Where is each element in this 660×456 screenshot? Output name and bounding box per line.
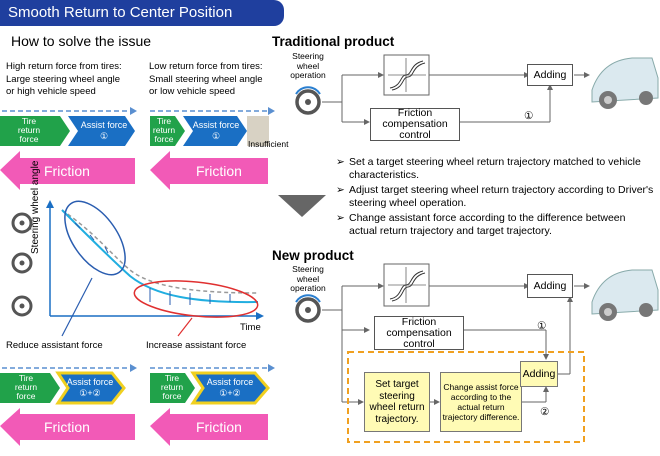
tire-force-arrow-2 bbox=[150, 116, 185, 146]
header-title: Smooth Return to Center Position bbox=[8, 4, 233, 21]
trad-steering-wheel-icon bbox=[295, 86, 321, 115]
assist-force-label-4: Assist force ①+② bbox=[206, 377, 254, 398]
cond-high-line1: High return force from tires: bbox=[6, 61, 122, 72]
graph-ylabel: Steering wheel angle bbox=[30, 160, 41, 254]
new-marker-1: ① bbox=[537, 320, 547, 332]
trad-friction-comp-box: Friction compensation control bbox=[370, 108, 460, 141]
tire-force-label-3: Tire return force bbox=[14, 373, 38, 401]
bullet-item-3: ➢Change assistant force according to the… bbox=[336, 212, 626, 237]
steering-wheel-icon-c bbox=[11, 295, 33, 317]
assist-force-label-2: Assist force ① bbox=[192, 120, 240, 141]
change-assist-box: Change assist force according to the act… bbox=[440, 372, 522, 432]
assist-force-arrow-4 bbox=[190, 371, 270, 405]
tire-force-label-2: Tire return force bbox=[152, 116, 176, 144]
new-marker-2: ② bbox=[540, 406, 550, 418]
reduce-assist-label: Reduce assistant force bbox=[6, 340, 103, 351]
traditional-flow-diagram bbox=[295, 54, 659, 125]
tire-force-label-4: Tire return force bbox=[160, 373, 184, 401]
cond-low-line2: Small steering wheel angle bbox=[149, 74, 263, 85]
tire-force-label-1: Tire return force bbox=[17, 116, 41, 144]
friction-label-2: Friction bbox=[196, 163, 242, 179]
friction-arrow-3 bbox=[0, 408, 135, 446]
cond-low-line3: or low vehicle speed bbox=[149, 86, 236, 97]
bullet-list: ➢Set a target steering wheel return traj… bbox=[336, 156, 656, 238]
increase-ellipse bbox=[133, 280, 259, 318]
friction-arrow-2 bbox=[150, 151, 268, 190]
assist-force-arrow-1 bbox=[68, 116, 135, 146]
tire-force-arrow-4 bbox=[150, 373, 195, 403]
trad-marker-1: ① bbox=[524, 110, 534, 122]
set-target-box: Set target steering wheel return traject… bbox=[364, 372, 430, 432]
steering-wheel-icon-b bbox=[11, 252, 33, 274]
new-product-title: New product bbox=[272, 248, 354, 263]
cond-high-line3: or high vehicle speed bbox=[6, 86, 96, 97]
friction-label-3: Friction bbox=[44, 419, 90, 435]
increase-assist-label: Increase assistant force bbox=[146, 340, 247, 351]
traditional-title: Traditional product bbox=[272, 34, 395, 49]
force-diagram-top bbox=[0, 107, 275, 190]
trad-car-icon bbox=[591, 57, 659, 109]
new-friction-comp-box: Friction compensation control bbox=[374, 316, 464, 350]
insufficient-label: Insufficient bbox=[248, 139, 289, 149]
reduce-ellipse bbox=[64, 200, 126, 276]
new-steering-wheel-icon bbox=[295, 294, 321, 323]
friction-label-4: Friction bbox=[196, 419, 242, 435]
new-adding-box: Adding bbox=[527, 274, 573, 298]
bullet-item-1: ➢Set a target steering wheel return traj… bbox=[336, 156, 641, 181]
friction-arrow-1 bbox=[0, 151, 135, 190]
assist-force-arrow-2 bbox=[183, 116, 247, 146]
graph-xlabel: Time bbox=[240, 322, 261, 333]
tire-force-arrow-1 bbox=[0, 116, 70, 146]
assist-force-label-1: Assist force ① bbox=[80, 120, 128, 141]
header-banner: Smooth Return to Center Position bbox=[0, 0, 284, 26]
new-flow-diagram bbox=[295, 263, 659, 443]
friction-arrow-4 bbox=[150, 408, 268, 446]
new-feature-region bbox=[347, 351, 585, 443]
force-diagram-bottom bbox=[0, 364, 275, 446]
cond-high-line2: Large steering wheel angle bbox=[6, 74, 121, 85]
new-steering-op-label: Steering wheel operation bbox=[290, 264, 326, 293]
friction-label-1: Friction bbox=[44, 163, 90, 179]
cond-low-line1: Low return force from tires: bbox=[149, 61, 263, 72]
tire-force-arrow-3 bbox=[0, 373, 60, 403]
new-adding-small-box: Adding bbox=[520, 361, 558, 387]
assist-force-arrow-3 bbox=[55, 371, 126, 405]
new-car-icon bbox=[591, 269, 659, 321]
transition-arrow bbox=[278, 195, 326, 217]
how-to-solve-title: How to solve the issue bbox=[11, 33, 152, 49]
steering-wheel-icon-a bbox=[11, 212, 33, 234]
trad-steering-op-label: Steering wheel operation bbox=[290, 51, 326, 80]
bullet-item-2: ➢Adjust target steering wheel return tra… bbox=[336, 184, 654, 209]
trad-adding-box: Adding bbox=[527, 64, 573, 86]
steering-angle-graph bbox=[11, 200, 264, 337]
assist-force-label-3: Assist force ①+② bbox=[66, 377, 114, 398]
